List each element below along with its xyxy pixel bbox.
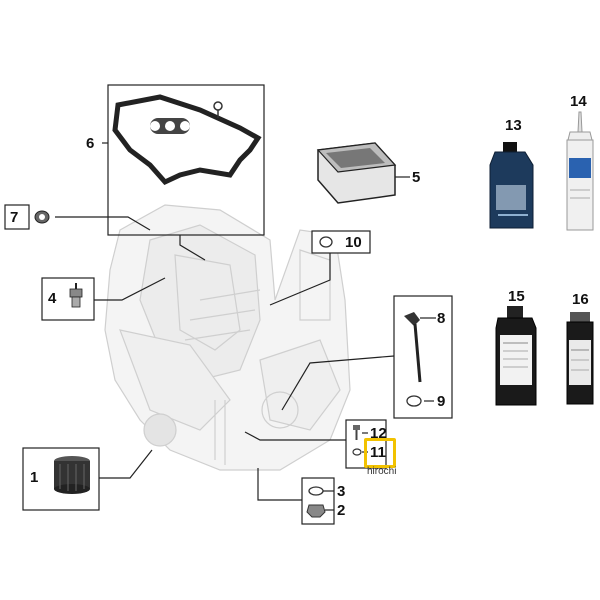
spray-can-icon: [566, 312, 594, 405]
dipstick-o-ring-icon: [406, 395, 422, 407]
screw-icon: [353, 425, 360, 440]
air-filter-icon: [316, 142, 397, 204]
part-number-7[interactable]: 7: [10, 209, 19, 226]
part-number-8[interactable]: 8: [437, 310, 446, 327]
valve-cover-gasket-icon: [112, 94, 262, 186]
leader-lines: [55, 142, 436, 511]
o-ring-icon: [319, 236, 333, 248]
part-number-1[interactable]: 1: [30, 469, 39, 486]
watermark: hirochi: [367, 466, 397, 477]
drain-plug-seal-icon: [34, 210, 50, 224]
part-number-12[interactable]: 12: [370, 425, 387, 442]
small-seal-icon: [352, 448, 362, 456]
highlight-box: [364, 438, 396, 468]
dipstick-icon: [404, 312, 422, 383]
engine-oil-bottle-icon: [489, 142, 534, 229]
part-number-4[interactable]: 4: [48, 290, 57, 307]
part-number-5[interactable]: 5: [412, 169, 421, 186]
engine-drawing: [104, 204, 351, 471]
part-number-6[interactable]: 6: [86, 135, 95, 152]
part-number-16[interactable]: 16: [572, 291, 589, 308]
spark-plug-icon: [69, 283, 83, 308]
brake-fluid-bottle-icon: [495, 306, 537, 406]
sealant-tube-icon: [566, 111, 594, 231]
part-number-11[interactable]: 11: [370, 444, 386, 461]
part-number-9[interactable]: 9: [437, 393, 446, 410]
oil-filter-icon: [54, 456, 90, 494]
part-number-14[interactable]: 14: [570, 93, 587, 110]
part-number-15[interactable]: 15: [508, 288, 525, 305]
drain-plug-icon: [306, 504, 326, 518]
part-number-13[interactable]: 13: [505, 117, 522, 134]
part-number-10[interactable]: 10: [345, 234, 362, 251]
part-number-2[interactable]: 2: [337, 502, 346, 519]
part-number-3[interactable]: 3: [337, 483, 346, 500]
